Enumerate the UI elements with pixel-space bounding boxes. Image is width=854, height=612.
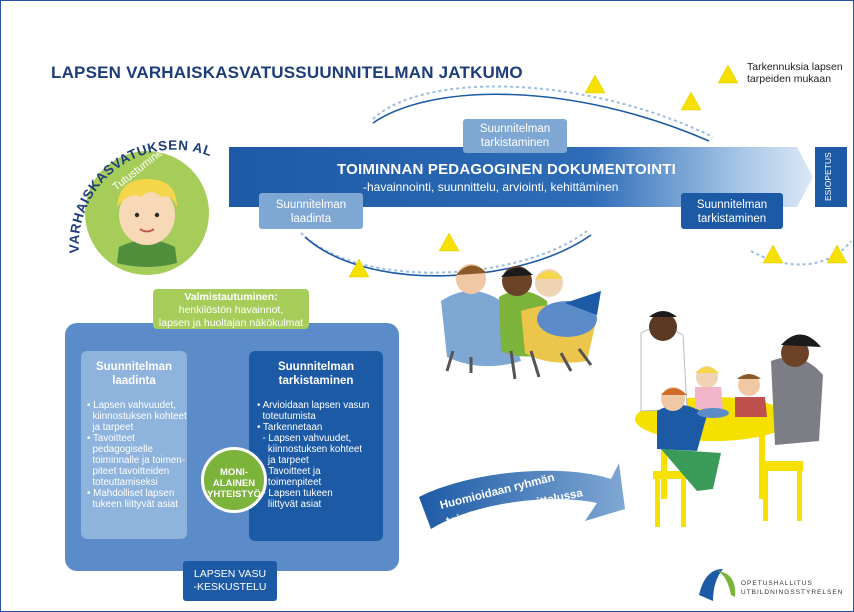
logo-text: OPETUSHALLITUS UTBILDNINGSSTYRELSEN [741, 580, 844, 596]
svg-text:ESIOPETUS: ESIOPETUS [823, 152, 833, 201]
drafting-heading: Suunnitelman laadinta [95, 361, 173, 387]
preparation-box: Valmistautuminen: henkilöstön havainnot,… [153, 289, 309, 329]
review-list: • Arvioidaan lapsen vasun toteutumista •… [257, 400, 370, 510]
refinement-triangles [348, 64, 848, 278]
triangle-4 [438, 232, 460, 252]
children-playing-illustration [441, 264, 601, 380]
triangle-3 [348, 258, 370, 278]
band-subtitle: -havainnointi, suunnittelu, arviointi, k… [363, 180, 619, 194]
group-table-illustration [635, 311, 823, 527]
cycle-box-right: Suunnitelman tarkistaminen [681, 193, 783, 229]
vasu-discussion-box: LAPSEN VASU -KESKUSTELU [183, 561, 277, 601]
page-title: LAPSEN VARHAISKASVATUSSUUNNITELMAN JATKU… [51, 63, 523, 82]
cycle-arc-top [300, 85, 852, 274]
preparation-title: Valmistautuminen: [184, 291, 278, 303]
triangle-legend [717, 64, 739, 84]
cycle-box-top: Suunnitelman tarkistaminen [463, 119, 567, 153]
child-face-illustration [117, 179, 177, 267]
documentation-band [229, 147, 813, 207]
triangle-2 [680, 91, 702, 111]
logo-emblem-icon [697, 569, 736, 605]
cooperation-circle [201, 447, 267, 513]
cycle-arc-solid [304, 93, 710, 277]
band-title: TOIMINNAN PEDAGOGINEN DOKUMENTOINTI [337, 161, 676, 178]
preparation-text: henkilöstön havainnot, lapsen ja huoltaj… [158, 304, 304, 329]
triangle-6 [826, 244, 848, 264]
legend-label: Tarkennuksia lapsen tarpeiden mukaan [747, 61, 843, 85]
review-column: Suunnitelman tarkistaminen • Arvioidaan … [249, 351, 383, 541]
cycle-box-left: Suunnitelman laadinta [259, 193, 363, 229]
drafting-list: • Lapsen vahvuudet, kiinnostuksen kohtee… [87, 400, 187, 510]
band-end-block [815, 147, 847, 207]
drafting-column: Suunnitelman laadinta • Lapsen vahvuudet… [81, 351, 187, 539]
group-planning-arrow [419, 463, 625, 529]
esiopetus-label: ESIOPETUS [823, 152, 833, 201]
triangle-1 [584, 74, 606, 94]
review-heading: Suunnitelman tarkistaminen [277, 361, 355, 387]
triangle-5 [762, 244, 784, 264]
cooperation-label: MONI- ALAINEN YHTEISTYÖ [207, 467, 261, 500]
